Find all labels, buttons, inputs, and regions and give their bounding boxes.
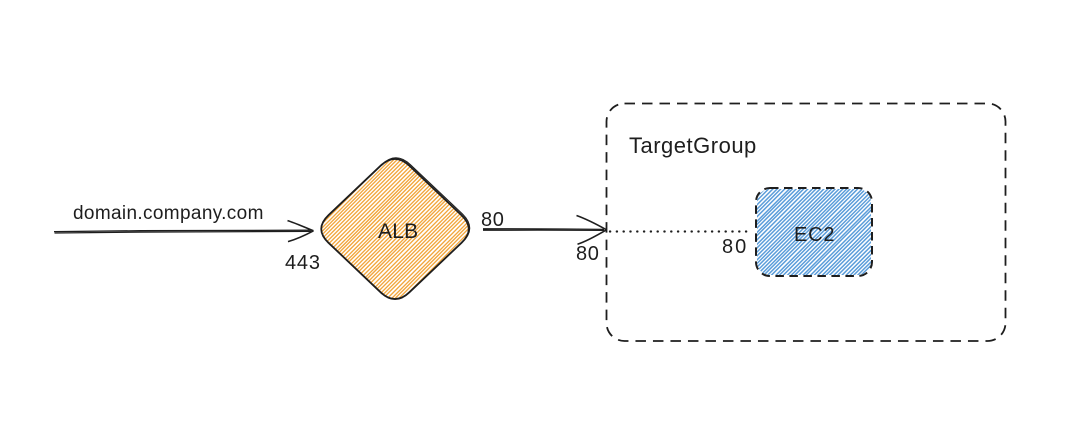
svg-text:80: 80: [481, 209, 504, 231]
svg-text:TargetGroup: TargetGroup: [629, 133, 757, 158]
svg-text:domain.company.com: domain.company.com: [73, 203, 264, 224]
svg-text:80: 80: [576, 243, 599, 265]
svg-text:EC2: EC2: [794, 224, 835, 246]
svg-text:80: 80: [722, 236, 748, 258]
svg-text:443: 443: [285, 252, 321, 274]
svg-text:ALB: ALB: [378, 220, 418, 243]
